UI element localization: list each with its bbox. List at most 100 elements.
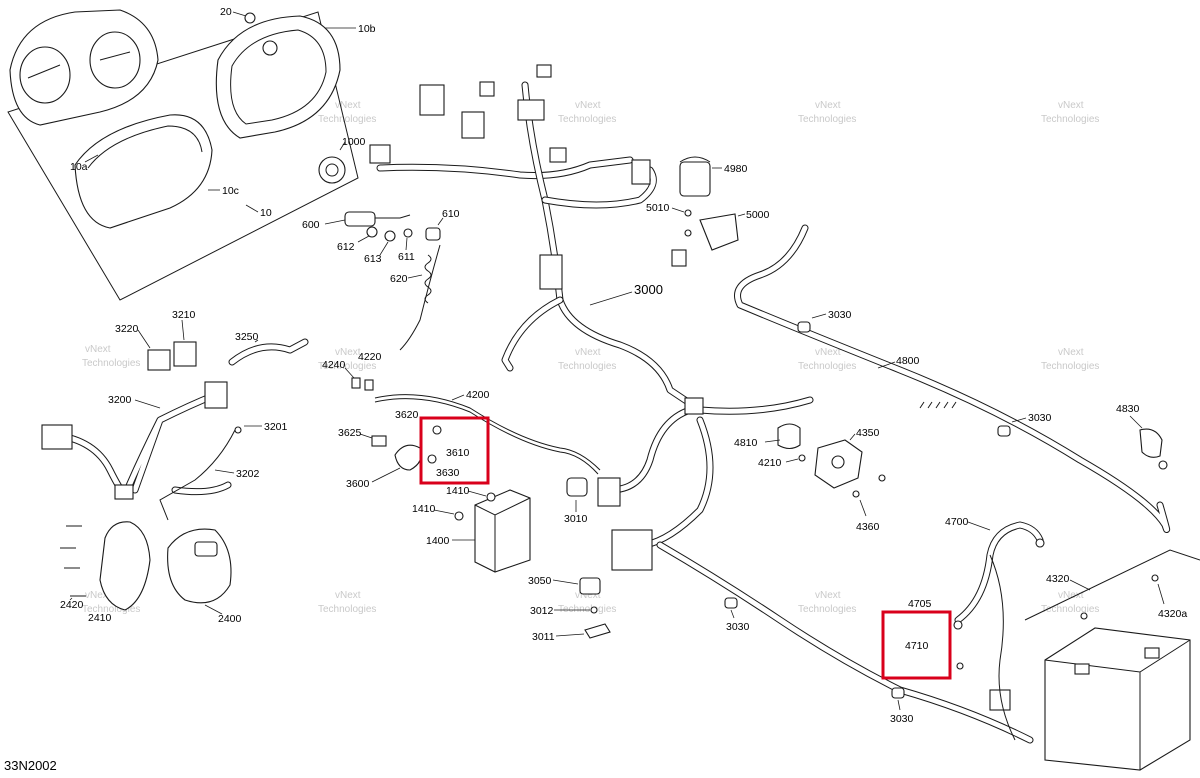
callout-1410b: 1410 bbox=[412, 503, 436, 515]
cluster-gauge-right bbox=[89, 31, 141, 89]
callout-4980: 4980 bbox=[724, 163, 748, 175]
washer bbox=[366, 226, 378, 238]
cluster-cover bbox=[74, 114, 213, 229]
callout-3610: 3610 bbox=[446, 447, 470, 459]
callout-4350: 4350 bbox=[856, 427, 880, 439]
solenoid-4980 bbox=[679, 161, 711, 197]
switch-housing-2410 bbox=[99, 521, 151, 611]
callout-3030a: 3030 bbox=[828, 309, 852, 321]
callout-3012: 3012 bbox=[530, 605, 554, 617]
callout-3625: 3625 bbox=[338, 427, 362, 439]
cluster-lens-inner bbox=[230, 29, 327, 125]
connector-3200 bbox=[41, 424, 73, 450]
washer-3630 bbox=[427, 454, 437, 464]
watermark: vNext bbox=[575, 590, 601, 601]
callout-3210: 3210 bbox=[172, 309, 196, 321]
harness-connector bbox=[369, 144, 391, 164]
callout-2420: 2420 bbox=[60, 599, 84, 611]
harness-3200 bbox=[51, 391, 232, 499]
key-switch bbox=[344, 211, 376, 227]
battery-group: 4700 4705 4710 4320 4320a bbox=[905, 516, 1200, 771]
callout-3600: 3600 bbox=[346, 478, 370, 490]
callout-3620: 3620 bbox=[395, 409, 419, 421]
left-components: 3220 3210 3250 3200 3201 3202 2420 2410 bbox=[41, 309, 309, 625]
center-left-components: 4240 4220 4200 3625 3600 3620 3610 3630 … bbox=[322, 351, 601, 573]
watermark: Technologies bbox=[558, 114, 616, 125]
callout-4220: 4220 bbox=[358, 351, 382, 363]
watermarks: vNext Technologies vNext Technologies vN… bbox=[82, 100, 1099, 615]
clip-3030 bbox=[997, 425, 1011, 437]
callout-4800: 4800 bbox=[896, 355, 920, 367]
ignition-and-cable-group: 1000 600 612 613 611 610 620 bbox=[302, 136, 460, 351]
callout-3000: 3000 bbox=[634, 282, 663, 297]
watermark: vNext bbox=[1058, 347, 1084, 358]
watermark: Technologies bbox=[798, 114, 856, 125]
harness-connector bbox=[461, 111, 485, 139]
watermark: vNext bbox=[335, 347, 361, 358]
connector-3050 bbox=[579, 577, 601, 595]
fastener-3625 bbox=[371, 435, 387, 447]
callout-3220: 3220 bbox=[115, 323, 139, 335]
callout-10a: 10a bbox=[70, 161, 88, 173]
watermark: vNext bbox=[815, 590, 841, 601]
callout-4210: 4210 bbox=[758, 457, 782, 469]
cable-4800-group: 4800 4830 3030 3030 bbox=[734, 224, 1171, 533]
harness-connector bbox=[479, 81, 495, 97]
ground-group: 3050 3012 3011 3030 3030 bbox=[528, 575, 914, 725]
callout-4710: 4710 bbox=[905, 640, 929, 652]
callout-620: 620 bbox=[390, 273, 408, 285]
relay-3210 bbox=[173, 341, 197, 367]
main-harness-3000: 3000 bbox=[369, 64, 1034, 744]
callout-3030c: 3030 bbox=[726, 621, 750, 633]
callout-3200: 3200 bbox=[108, 394, 132, 406]
callout-20: 20 bbox=[220, 6, 232, 18]
watermark: vNext bbox=[815, 347, 841, 358]
terminal-4830 bbox=[1139, 428, 1163, 458]
callout-1400: 1400 bbox=[426, 535, 450, 547]
nut-3610 bbox=[432, 425, 442, 435]
solenoid-group: 4980 5000 5010 bbox=[646, 156, 770, 251]
ignition-switch bbox=[318, 156, 346, 184]
wire-3202 bbox=[159, 429, 236, 521]
cluster-exploded-frame bbox=[7, 11, 359, 301]
bracket-5000 bbox=[699, 213, 739, 251]
callout-611: 611 bbox=[398, 251, 415, 263]
watermark: Technologies bbox=[798, 361, 856, 372]
cluster-screw bbox=[244, 12, 256, 24]
highlight-box-4710 bbox=[881, 610, 952, 680]
watermark: vNext bbox=[85, 590, 111, 601]
connector-3200b bbox=[204, 381, 228, 409]
watermark: Technologies bbox=[318, 604, 376, 615]
cluster-lens-hole bbox=[262, 40, 278, 56]
callout-612: 612 bbox=[337, 241, 355, 253]
callout-5000: 5000 bbox=[746, 209, 770, 221]
watermark: Technologies bbox=[1041, 114, 1099, 125]
bracket-3011 bbox=[584, 623, 611, 639]
watermark: vNext bbox=[85, 344, 111, 355]
watermark: vNext bbox=[1058, 590, 1084, 601]
callout-4705: 4705 bbox=[908, 598, 932, 610]
watermark: Technologies bbox=[558, 604, 616, 615]
callout-610: 610 bbox=[442, 208, 460, 220]
callout-1410a: 1410 bbox=[446, 485, 470, 497]
harness-connector bbox=[419, 84, 445, 116]
connector bbox=[425, 227, 441, 241]
callout-4810: 4810 bbox=[734, 437, 758, 449]
connector-3010 bbox=[566, 477, 588, 497]
highlight-box-3610-3630 bbox=[419, 416, 490, 485]
clip-3030 bbox=[891, 687, 905, 699]
watermark: Technologies bbox=[798, 604, 856, 615]
nut bbox=[384, 230, 396, 242]
watermark: vNext bbox=[575, 100, 601, 111]
callout-3010: 3010 bbox=[564, 513, 588, 525]
watermark: vNext bbox=[815, 100, 841, 111]
bracket-3600 bbox=[394, 444, 422, 471]
callout-3630: 3630 bbox=[436, 467, 460, 479]
bracket-4810 bbox=[777, 423, 801, 450]
callout-600: 600 bbox=[302, 219, 320, 231]
callout-5010: 5010 bbox=[646, 202, 670, 214]
callout-3030d: 3030 bbox=[890, 713, 914, 725]
watermark: Technologies bbox=[82, 358, 140, 369]
callout-3050: 3050 bbox=[528, 575, 552, 587]
callout-2400: 2400 bbox=[218, 613, 242, 625]
